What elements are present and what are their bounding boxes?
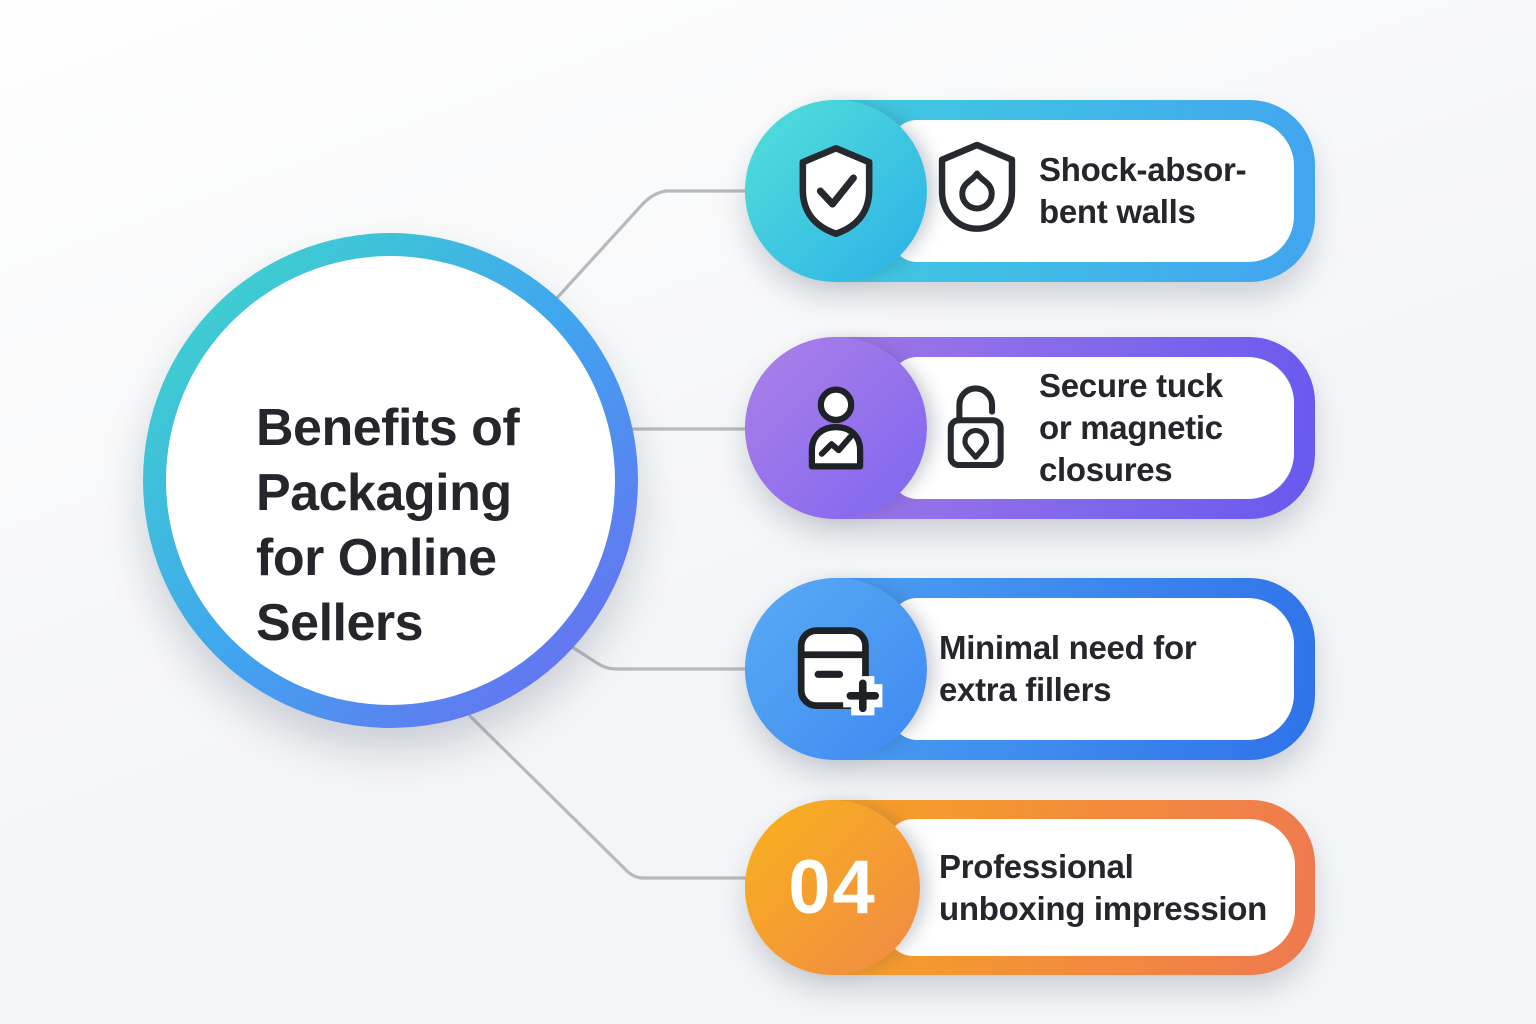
benefit-card-unboxing: 04 Professional unboxing impression	[745, 800, 1315, 975]
benefit-badge	[745, 578, 927, 760]
benefit-label: Secure tuck or magnetic closures	[1039, 367, 1223, 488]
person-icon	[808, 386, 864, 470]
benefit-label: Shock-absor- bent walls	[1039, 151, 1247, 230]
card-body	[887, 819, 1295, 956]
card-body	[891, 357, 1294, 499]
shield-drop-icon	[938, 141, 1016, 232]
step-number: 04	[788, 845, 877, 930]
connector-line-1	[554, 189, 792, 301]
benefit-label: Professional unboxing impression	[939, 847, 1267, 927]
central-circle: Benefits of Packaging for Online Sellers	[143, 233, 638, 728]
lock-open-icon	[947, 385, 1004, 468]
benefit-badge	[745, 337, 927, 519]
benefit-card-shock-absorbent: Shock-absor- bent walls	[745, 100, 1315, 282]
card-body	[891, 120, 1294, 262]
central-circle-inner: Benefits of Packaging for Online Sellers	[166, 256, 615, 705]
main-title: Benefits of Packaging for Online Sellers	[256, 399, 520, 652]
benefit-card-minimal-fillers: Minimal need for extra fillers	[745, 578, 1315, 760]
card-body	[891, 598, 1294, 740]
connector-line-3	[567, 643, 792, 671]
benefit-card-secure-closures: Secure tuck or magnetic closures	[745, 337, 1315, 519]
benefit-label: Minimal need for extra fillers	[939, 629, 1197, 708]
box-adjust-icon	[797, 627, 883, 716]
benefit-badge: 04	[745, 800, 920, 975]
benefit-badge	[745, 100, 927, 282]
connector-line-4	[468, 714, 792, 880]
shield-check-icon	[799, 144, 873, 238]
